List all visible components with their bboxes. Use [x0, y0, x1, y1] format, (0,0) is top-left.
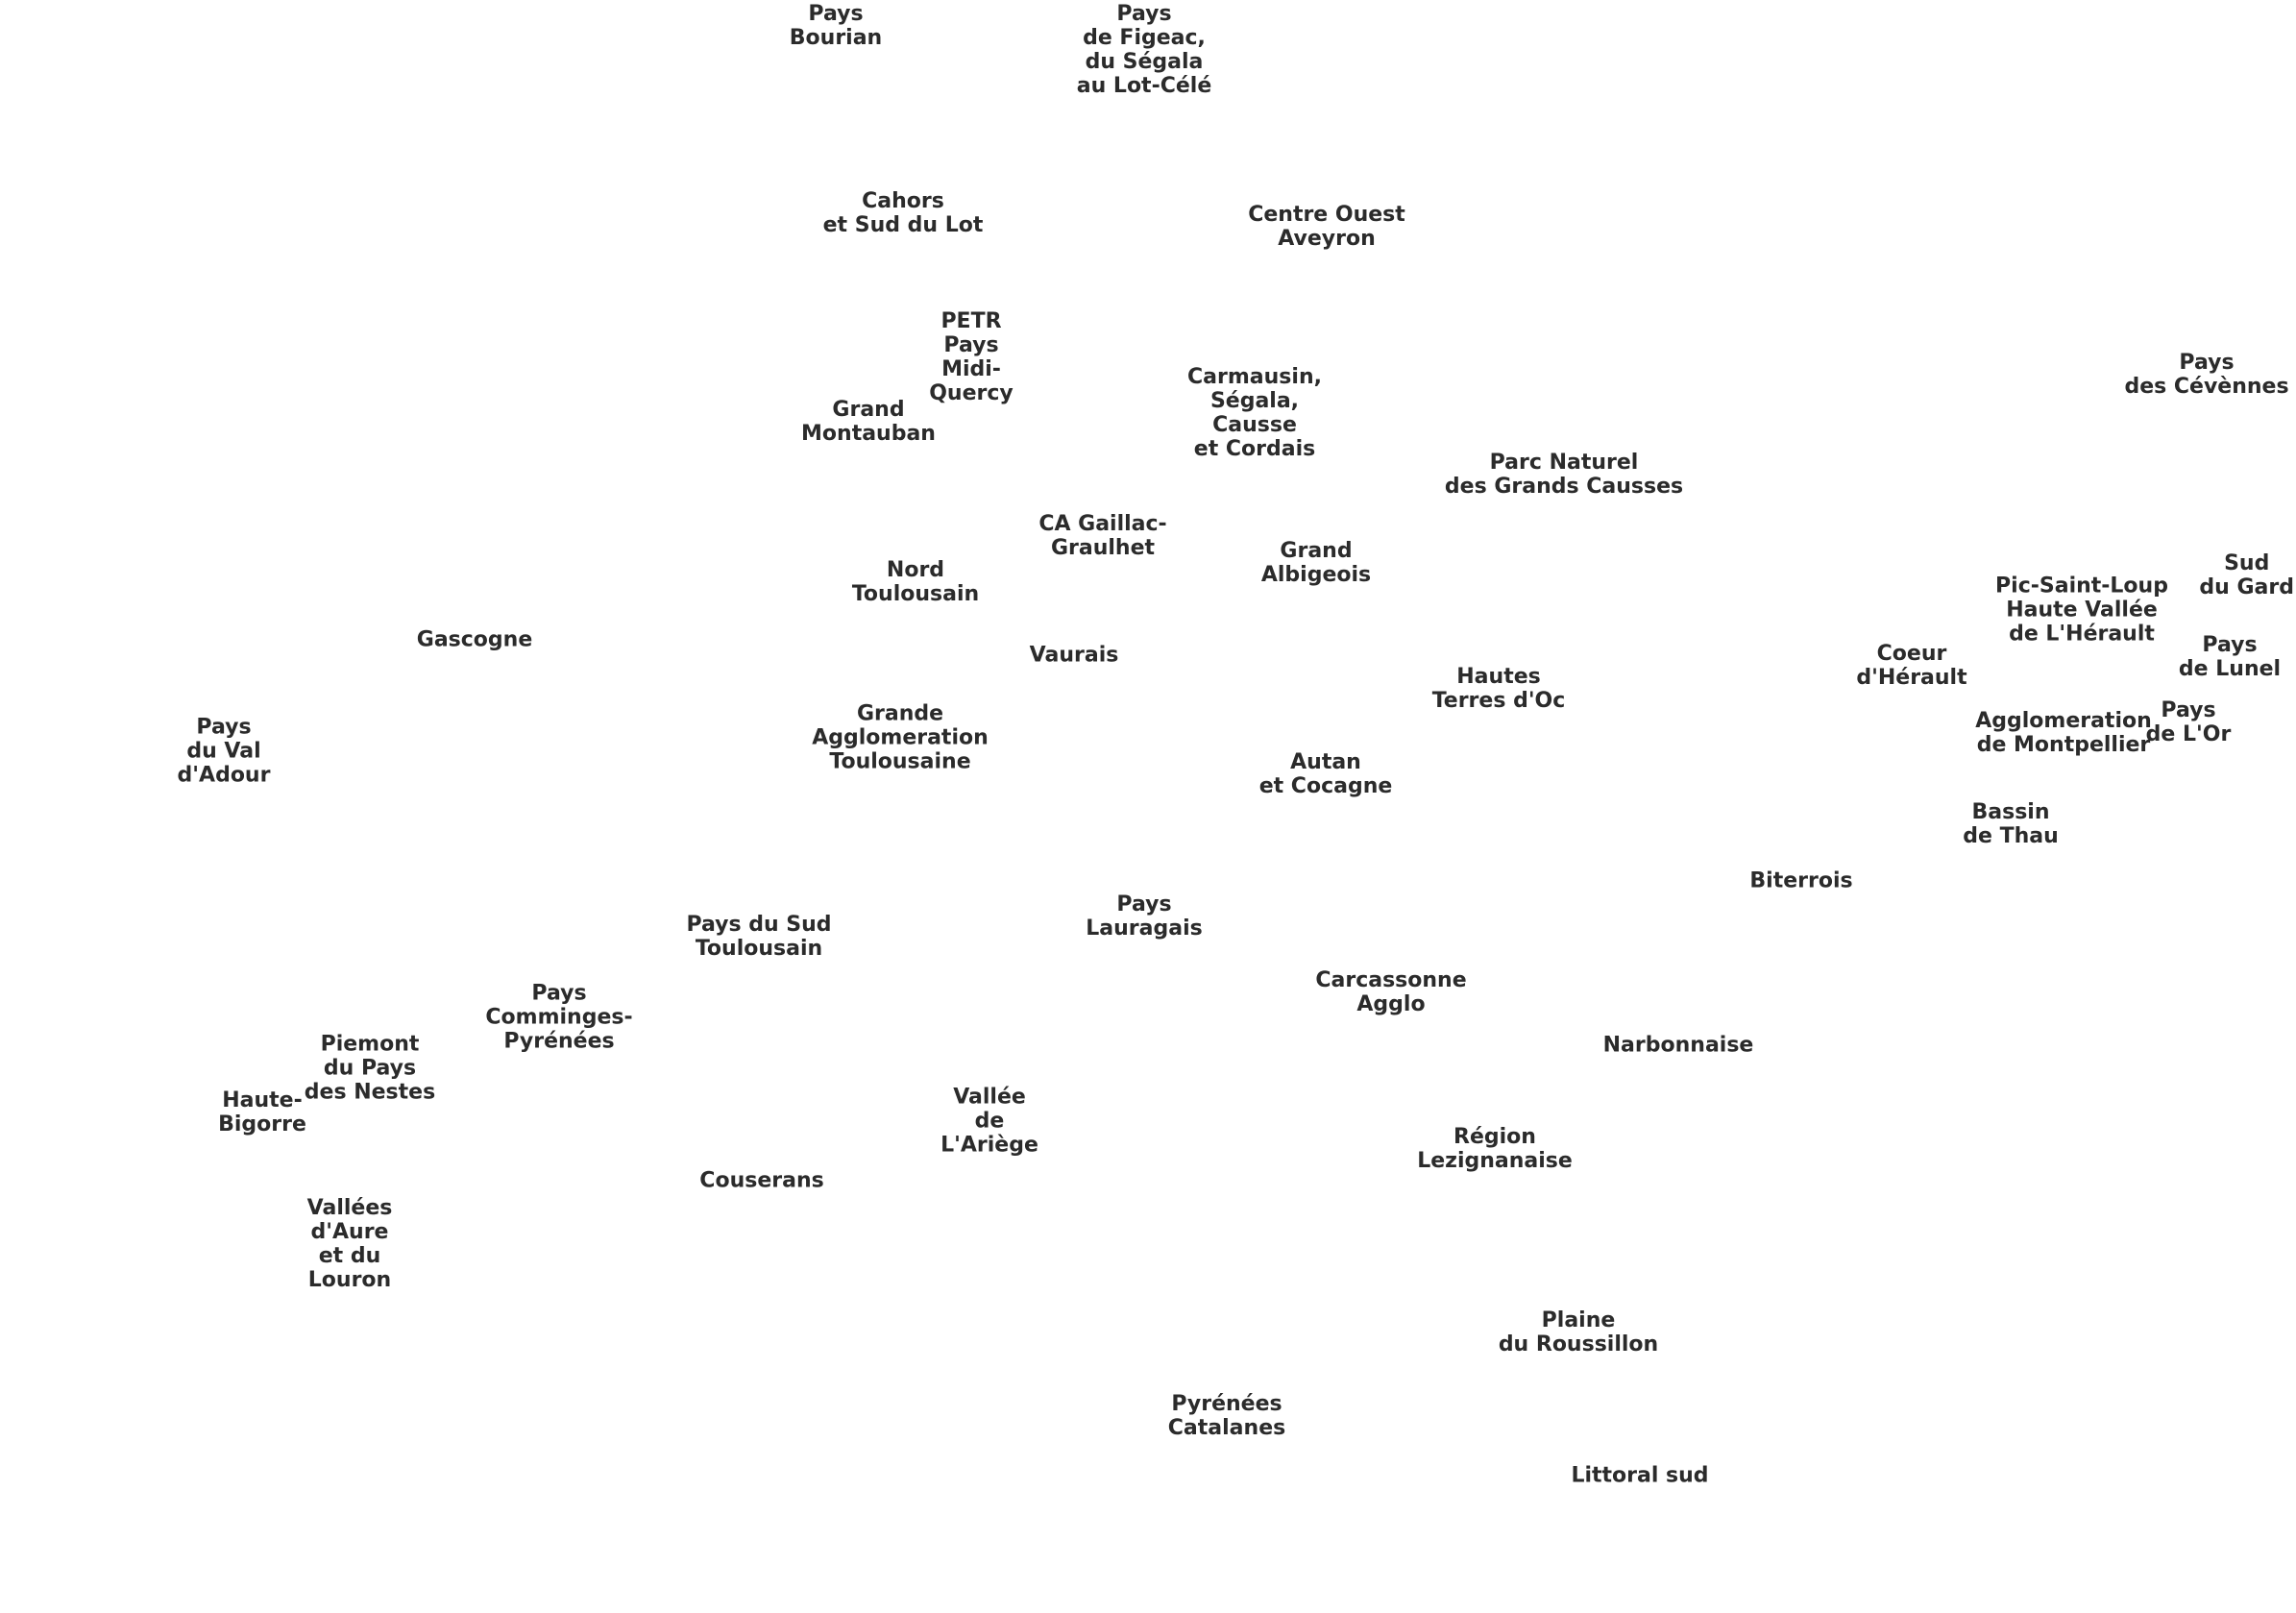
label-agglo-montpellier: Agglomeration de Montpellier — [1975, 709, 2152, 757]
label-vaurais: Vaurais — [1029, 643, 1119, 668]
label-vallee-ariege: Vallée de L'Ariège — [940, 1085, 1038, 1158]
label-vallees-aure-louron: Vallées d'Aure et du Louron — [306, 1196, 393, 1292]
label-pays-des-cevennes: Pays des Cévènnes — [2124, 351, 2289, 399]
label-pays-val-dadour: Pays du Val d'Adour — [177, 715, 271, 788]
label-pays-comminges: Pays Comminges- Pyrénées — [485, 981, 633, 1054]
label-nord-toulousain: Nord Toulousain — [851, 558, 980, 606]
label-centre-ouest-aveyron: Centre Ouest Aveyron — [1248, 203, 1405, 251]
label-pays-de-lor: Pays de L'Or — [2145, 698, 2232, 746]
label-gascogne: Gascogne — [416, 627, 533, 652]
label-sud-du-gard: Sud du Gard — [2199, 551, 2294, 599]
label-grand-albigeois: Grand Albigeois — [1260, 539, 1372, 587]
label-pic-saint-loup: Pic-Saint-Loup Haute Vallée de L'Hérault — [1995, 574, 2168, 647]
label-carmausin: Carmausin, Ségala, Causse et Cordais — [1187, 365, 1322, 461]
label-pays-de-figeac: Pays de Figeac, du Ségala au Lot-Célé — [1076, 2, 1212, 98]
label-narbonnaise: Narbonnaise — [1602, 1033, 1754, 1058]
label-biterrois: Biterrois — [1749, 868, 1853, 893]
label-plaine-roussillon: Plaine du Roussillon — [1498, 1308, 1659, 1356]
label-haute-bigorre: Haute- Bigorre — [218, 1088, 306, 1136]
label-pays-sud-toulousain: Pays du Sud Toulousain — [686, 913, 832, 961]
label-region-lezignanaise: Région Lezignanaise — [1417, 1125, 1573, 1173]
label-grande-agglo-toulousaine: Grande Agglomeration Toulousaine — [812, 701, 989, 774]
label-parc-grands-causses: Parc Naturel des Grands Causses — [1444, 451, 1684, 499]
label-pays-lauragais: Pays Lauragais — [1086, 892, 1203, 941]
label-carcassonne-agglo: Carcassonne Agglo — [1315, 968, 1467, 1016]
label-petr-midi-quercy: PETR Pays Midi- Quercy — [929, 309, 1014, 405]
label-littoral-sud: Littoral sud — [1571, 1463, 1709, 1488]
label-pyrenees-catalanes: Pyrénées Catalanes — [1167, 1392, 1286, 1440]
label-autan-cocagne: Autan et Cocagne — [1258, 750, 1393, 798]
label-bassin-de-thau: Bassin de Thau — [1963, 800, 2059, 848]
label-hautes-terres-doc: Hautes Terres d'Oc — [1431, 665, 1566, 713]
label-cahors: Cahors et Sud du Lot — [822, 189, 984, 237]
label-pays-bourian: Pays Bourian — [789, 2, 883, 50]
label-coeur-herault: Coeur d'Hérault — [1856, 642, 1967, 690]
label-gaillac-graulhet: CA Gaillac- Graulhet — [1038, 512, 1167, 560]
label-pays-de-lunel: Pays de Lunel — [2178, 633, 2282, 681]
label-couserans: Couserans — [699, 1168, 824, 1193]
label-piemont-nestes: Piemont du Pays des Nestes — [304, 1032, 436, 1105]
label-grand-montauban: Grand Montauban — [801, 398, 936, 446]
